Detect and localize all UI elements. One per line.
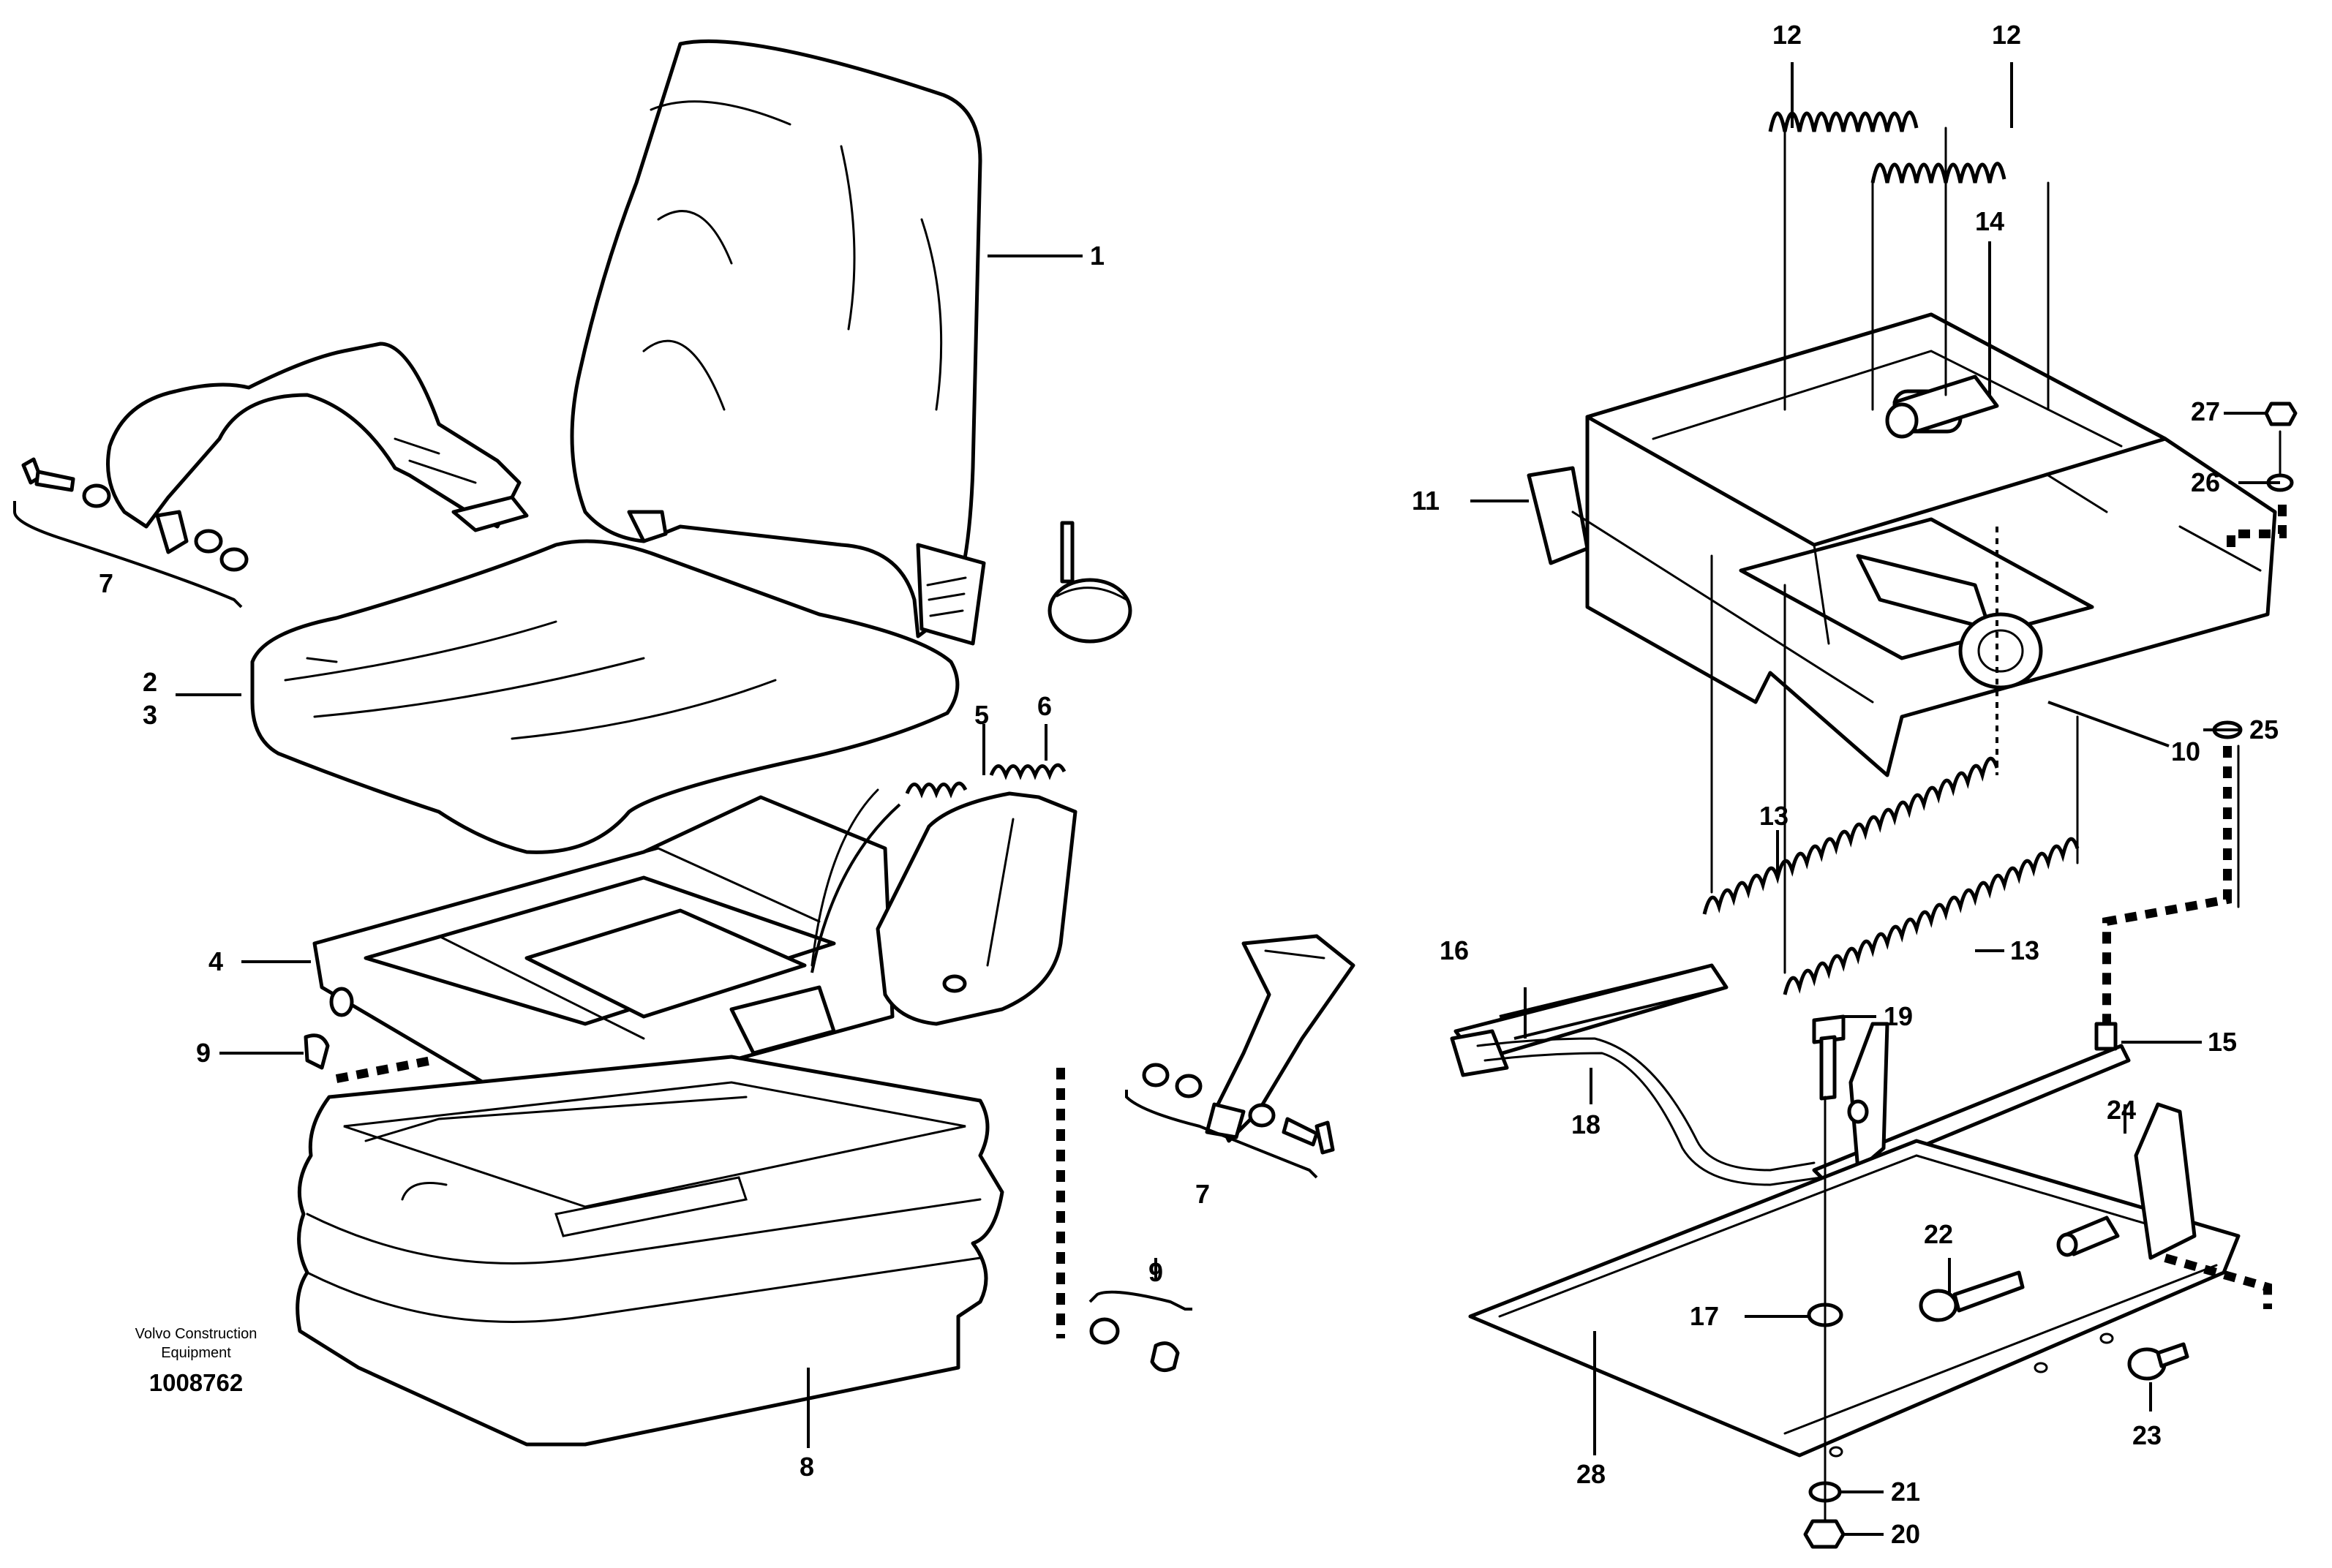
callout-17: 17 [1690, 1301, 1719, 1331]
callout-3: 3 [143, 700, 157, 730]
callout-14: 14 [1975, 206, 2004, 236]
part-slide-rail-and-lever [1450, 963, 1823, 1186]
part-small-springs [905, 763, 1067, 799]
callout-13-right: 13 [2010, 935, 2039, 965]
callout-7-left: 7 [99, 568, 113, 598]
part-height-handle [1856, 554, 2043, 690]
part-lower-springs [1702, 756, 2080, 995]
drawing-number: 1008762 [149, 1369, 243, 1396]
callout-27: 27 [2191, 396, 2220, 426]
part-belt-hardware-right [1125, 1063, 1335, 1179]
spring-guide-lines [1710, 127, 2240, 974]
part-backrest [570, 39, 986, 646]
dashed-guide-right-3 [2164, 1254, 2272, 1309]
part-seat-frame [312, 795, 895, 1120]
callout-16: 16 [1440, 935, 1469, 965]
callout-9-right: 9 [1148, 1257, 1163, 1287]
callout-8: 8 [800, 1452, 814, 1482]
callout-21: 21 [1891, 1477, 1920, 1507]
callout-28: 28 [1576, 1459, 1606, 1489]
part-belt-buckle [1205, 934, 1355, 1143]
callout-24: 24 [2107, 1095, 2136, 1125]
callout-12-left: 12 [1772, 20, 1802, 50]
curved-arrow [810, 803, 901, 973]
dashed-guide-right-2 [2102, 746, 2232, 1024]
dashed-guide-left-1 [335, 1056, 433, 1083]
callout-26: 26 [2191, 467, 2220, 497]
part-base-plate [1468, 1139, 2241, 1458]
callout-23: 23 [2132, 1420, 2162, 1450]
callout-9-left: 9 [196, 1038, 211, 1068]
part-bolt-23 [2127, 1342, 2189, 1381]
part-seat-belt-left [106, 342, 529, 554]
part-bolt-22 [1919, 1270, 2025, 1322]
part-upper-frame [1527, 312, 2277, 777]
part-mount-bracket [2056, 1102, 2197, 1260]
callout-11: 11 [1412, 486, 1440, 516]
callout-22: 22 [1924, 1219, 1953, 1249]
part-seat-cushion [250, 539, 960, 854]
callout-20: 20 [1891, 1519, 1920, 1549]
callout-10: 10 [2171, 736, 2200, 766]
part-upper-springs [1768, 110, 2006, 184]
part-damper [1885, 374, 1999, 439]
part-suspension-bellows [296, 1055, 1004, 1447]
callout-5: 5 [974, 700, 989, 730]
callout-18: 18 [1571, 1109, 1601, 1139]
callout-13-left: 13 [1759, 801, 1789, 831]
part-side-guard [810, 788, 1077, 1026]
callout-1: 1 [1090, 241, 1105, 271]
callout-6: 6 [1037, 691, 1052, 721]
callout-25: 25 [2249, 715, 2279, 745]
part-washers-and-nut [1803, 1096, 1846, 1549]
callout-12-right: 12 [1992, 20, 2021, 50]
callout-4: 4 [208, 946, 223, 976]
brand-line-1: Volvo Construction [135, 1326, 257, 1342]
callout-2: 2 [143, 667, 157, 697]
leader-lines [176, 62, 2280, 1536]
brand-line-2: Equipment [161, 1345, 231, 1361]
callout-7-right: 7 [1195, 1179, 1210, 1209]
part-clips [304, 1033, 1192, 1373]
part-belt-hardware-left [13, 457, 249, 608]
dashed-guide-right-1 [2227, 505, 2287, 556]
callout-19: 19 [1884, 1001, 1913, 1031]
part-adjust-knob [1047, 521, 1132, 644]
callout-15: 15 [2208, 1027, 2237, 1057]
part-bolt-and-bracket [1812, 1014, 1889, 1172]
